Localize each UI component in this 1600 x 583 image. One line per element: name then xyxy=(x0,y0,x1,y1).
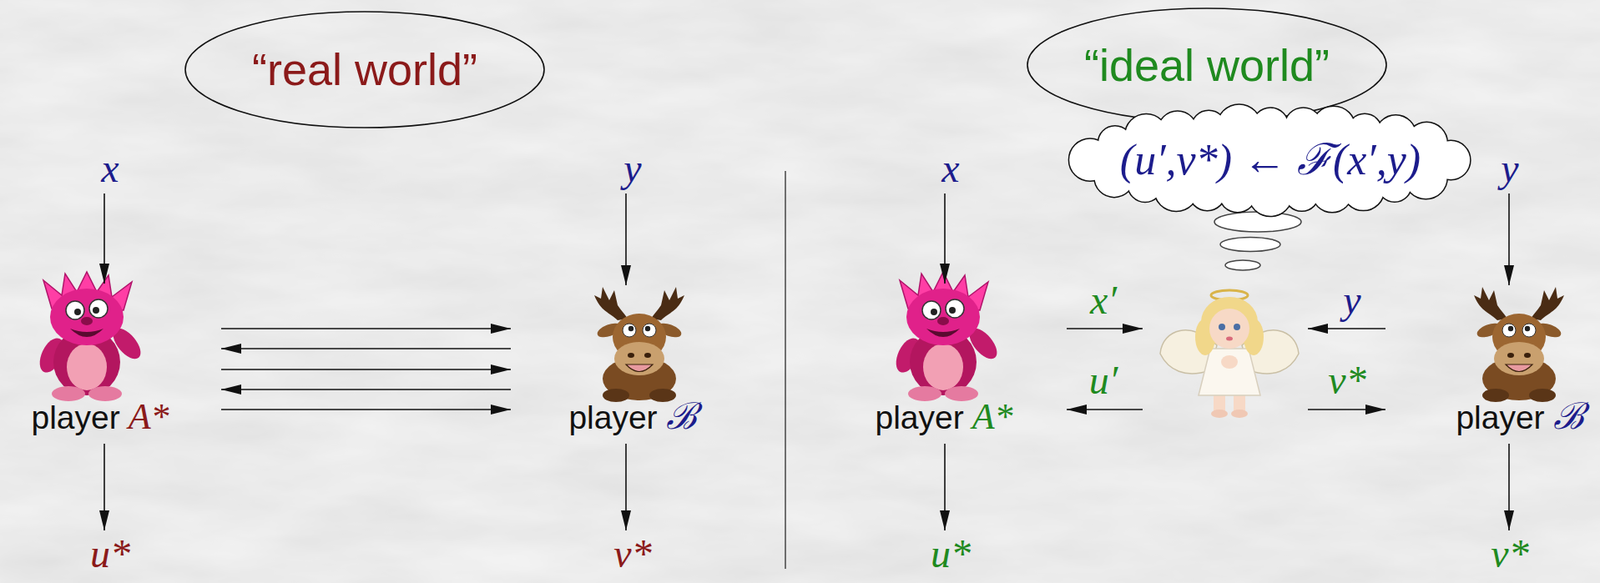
variable-label: x xyxy=(100,146,119,192)
player-node: playerℬ xyxy=(510,265,755,443)
angel-figure xyxy=(1160,290,1299,419)
player-label: playerℬ xyxy=(568,396,697,443)
variable-label: v* xyxy=(1327,358,1366,404)
monster-figure xyxy=(891,272,1003,402)
ideal-arrow xyxy=(1307,408,1386,411)
functionality-formula: (u′,v*) ← ℱ(x′,y) xyxy=(1120,135,1421,186)
ideal-arrow xyxy=(1307,328,1386,330)
message-arrow xyxy=(221,368,511,371)
world-title: “real world” xyxy=(252,43,478,96)
player-symbol: A* xyxy=(972,396,1014,440)
world-title: “ideal world” xyxy=(1084,39,1330,91)
player-symbol: A* xyxy=(128,396,170,440)
moose-figure xyxy=(594,287,685,403)
variable-label: y xyxy=(1342,278,1361,324)
ellipse-outline xyxy=(185,11,545,128)
ideal-arrow xyxy=(1066,408,1143,411)
player-label: playerℬ xyxy=(1455,396,1584,443)
variable-label: x′ xyxy=(1090,278,1117,324)
ideal-arrow xyxy=(1066,328,1143,330)
moose-figure xyxy=(1473,287,1565,403)
divider-line xyxy=(784,171,787,570)
player-node: playerℬ xyxy=(1418,265,1596,443)
variable-label: v* xyxy=(613,532,652,577)
player-node: playerA* xyxy=(834,265,1054,443)
player-word: player xyxy=(568,399,657,438)
variable-label: y xyxy=(1500,146,1519,192)
thought-bubble xyxy=(1220,237,1281,253)
input-arrow xyxy=(625,193,627,286)
message-arrow xyxy=(221,408,511,411)
input-arrow xyxy=(1508,193,1510,286)
variable-label: u* xyxy=(90,532,131,577)
monster-figure xyxy=(35,272,147,402)
output-arrow xyxy=(1508,444,1510,531)
variable-label: y xyxy=(623,146,642,192)
player-word: player xyxy=(30,399,120,438)
player-node: playerA* xyxy=(8,265,222,443)
output-arrow xyxy=(625,444,627,531)
thought-cloud: (u′,v*) ← ℱ(x′,y) xyxy=(1065,101,1475,219)
player-label: playerA* xyxy=(30,396,169,443)
player-word: player xyxy=(1455,399,1545,438)
player-label: playerA* xyxy=(874,396,1013,443)
player-word: player xyxy=(874,399,964,438)
player-symbol: ℬ xyxy=(1553,396,1585,440)
message-arrow xyxy=(221,328,511,330)
variable-label: x xyxy=(941,146,959,192)
thought-bubble xyxy=(1214,211,1302,233)
message-arrow xyxy=(221,388,511,391)
cloud-fill xyxy=(1088,124,1453,197)
output-arrow xyxy=(943,444,946,531)
title-ellipse: “real world” xyxy=(183,10,546,130)
output-arrow xyxy=(103,444,106,531)
variable-label: v* xyxy=(1490,532,1529,577)
variable-label: u* xyxy=(930,532,971,577)
ellipse-outline xyxy=(1027,8,1387,122)
input-arrow xyxy=(103,193,106,284)
player-symbol: ℬ xyxy=(666,396,697,440)
input-arrow xyxy=(943,193,946,284)
variable-label: u′ xyxy=(1089,358,1119,404)
thought-bubble xyxy=(1225,260,1261,271)
message-arrow xyxy=(221,348,511,350)
